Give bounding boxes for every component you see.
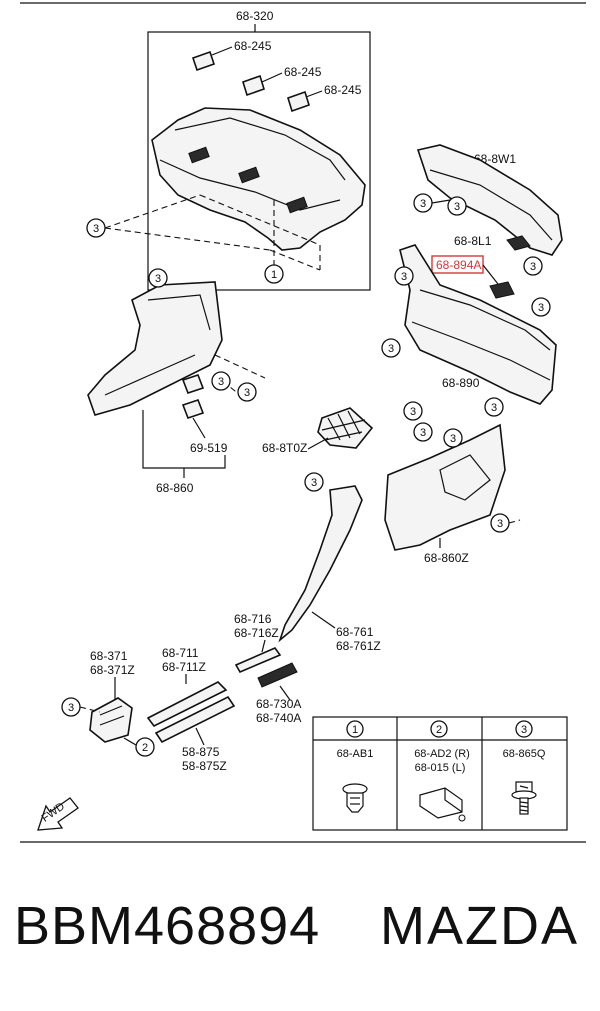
plate-68-716 xyxy=(234,647,282,674)
part-number: BBM468894 xyxy=(14,896,321,956)
legend-col2-part-a: 68-AD2 (R) xyxy=(414,748,470,760)
label-68-860z: 68-860Z xyxy=(424,551,469,565)
label-68-716: 68-716 xyxy=(234,612,272,626)
clip-68-245-a xyxy=(191,50,216,72)
clip-68-245-c xyxy=(287,90,310,113)
svg-text:3: 3 xyxy=(401,271,407,283)
parts-diagram: 68-320 68-245 68-245 68-245 3 1 68-8W1 xyxy=(20,2,586,843)
part-68-894a xyxy=(489,281,515,299)
callout-1-tray xyxy=(264,264,284,284)
plate-68-730a xyxy=(257,662,298,688)
footer: BBM468894 MAZDA xyxy=(0,895,600,970)
pillar-trim-68-761 xyxy=(278,485,363,643)
label-68-894a: 68-894A xyxy=(436,258,481,272)
right-side-trim-group: 3 3 3 3 3 68-860Z xyxy=(384,397,521,565)
svg-text:3: 3 xyxy=(454,201,460,213)
svg-text:3: 3 xyxy=(420,198,426,210)
svg-text:3: 3 xyxy=(218,376,224,388)
svg-text:3: 3 xyxy=(155,273,161,285)
clip-68-245-b xyxy=(242,74,265,97)
label-68-740a: 68-740A xyxy=(256,711,301,725)
sill-plate-68-711 xyxy=(146,681,228,728)
svg-text:3: 3 xyxy=(93,223,99,235)
svg-text:3: 3 xyxy=(538,302,544,314)
retainer-clip-icon xyxy=(419,787,466,822)
legend-col3-part: 68-865Q xyxy=(503,748,546,760)
legend-col1-part: 68-AB1 xyxy=(337,748,374,760)
bolt-icon xyxy=(511,781,537,815)
brand-name: MAZDA xyxy=(380,896,579,956)
trunk-trim-group: 68-8W1 3 3 68-8L1 3 68-894A 3 3 3 68-890 xyxy=(381,144,563,405)
label-68-711: 68-711 xyxy=(162,646,199,660)
svg-text:3: 3 xyxy=(410,406,416,418)
svg-text:3: 3 xyxy=(68,702,74,714)
label-58-875: 58-875 xyxy=(182,745,220,759)
label-69-519: 69-519 xyxy=(190,441,228,455)
label-68-8t0z: 68-8T0Z xyxy=(262,441,307,455)
side-trim-68-860z xyxy=(384,423,506,551)
label-68-245-b: 68-245 xyxy=(284,65,322,79)
bracket-group: 68-371 68-371Z 3 2 xyxy=(61,649,155,757)
left-side-trim-group: 3 3 3 69-519 68-860 xyxy=(87,268,266,495)
scuff-plate-group: 68-716 68-716Z 68-730A 68-740A 68-711 68… xyxy=(146,612,301,773)
legend-col3-num: 3 xyxy=(521,724,527,736)
legend-frame xyxy=(312,716,568,831)
label-68-860: 68-860 xyxy=(156,481,194,495)
label-68-730a: 68-730A xyxy=(256,697,301,711)
svg-text:3: 3 xyxy=(388,343,394,355)
legend-col1-num: 1 xyxy=(352,724,358,736)
svg-text:2: 2 xyxy=(142,742,148,754)
label-68-890: 68-890 xyxy=(442,376,480,390)
label-68-716z: 68-716Z xyxy=(234,626,279,640)
svg-text:3: 3 xyxy=(450,433,456,445)
part-68-8l1 xyxy=(506,235,531,251)
highlight-box-68-894a xyxy=(431,255,484,274)
callout-3-tray xyxy=(86,218,106,238)
sill-plate-58-875 xyxy=(154,695,236,744)
label-68-761z: 68-761Z xyxy=(336,639,381,653)
side-trim-68-860 xyxy=(87,281,223,416)
svg-text:3: 3 xyxy=(311,477,317,489)
trunk-end-trim-68-890 xyxy=(399,244,557,405)
label-68-245-a: 68-245 xyxy=(234,39,272,53)
svg-text:3: 3 xyxy=(497,518,503,530)
label-58-875z: 58-875Z xyxy=(182,759,227,773)
package-tray-frame xyxy=(147,31,371,291)
push-clip-icon xyxy=(342,783,368,813)
svg-text:3: 3 xyxy=(530,261,536,273)
fwd-arrow-icon: FWD xyxy=(37,797,79,831)
svg-text:3: 3 xyxy=(491,402,497,414)
package-tray-group: 68-320 68-245 68-245 68-245 3 1 xyxy=(86,9,371,291)
label-68-371: 68-371 xyxy=(90,649,128,663)
trunk-lid-trim-68-8w1 xyxy=(416,144,563,256)
grille-group: 68-8T0Z xyxy=(262,407,374,455)
label-68-8l1: 68-8L1 xyxy=(454,234,492,248)
legend-col2-part-b: 68-015 (L) xyxy=(415,762,466,774)
label-68-761: 68-761 xyxy=(336,625,374,639)
part-69-519 xyxy=(181,398,205,420)
pillar-trim-group: 3 68-761 68-761Z xyxy=(278,472,381,653)
svg-text:3: 3 xyxy=(420,427,426,439)
label-68-371z: 68-371Z xyxy=(90,663,135,677)
bracket-68-371 xyxy=(89,697,133,743)
package-tray-trim xyxy=(151,107,366,251)
legend-col2-num: 2 xyxy=(436,724,442,736)
label-68-711z: 68-711Z xyxy=(162,660,206,674)
svg-text:3: 3 xyxy=(244,387,250,399)
svg-text:1: 1 xyxy=(271,269,277,281)
label-68-320: 68-320 xyxy=(236,9,274,23)
label-68-245-c: 68-245 xyxy=(324,83,362,97)
fastener-legend: 1 2 3 68-AB1 68-AD2 (R) 68-015 (L) 68-86… xyxy=(312,716,568,831)
